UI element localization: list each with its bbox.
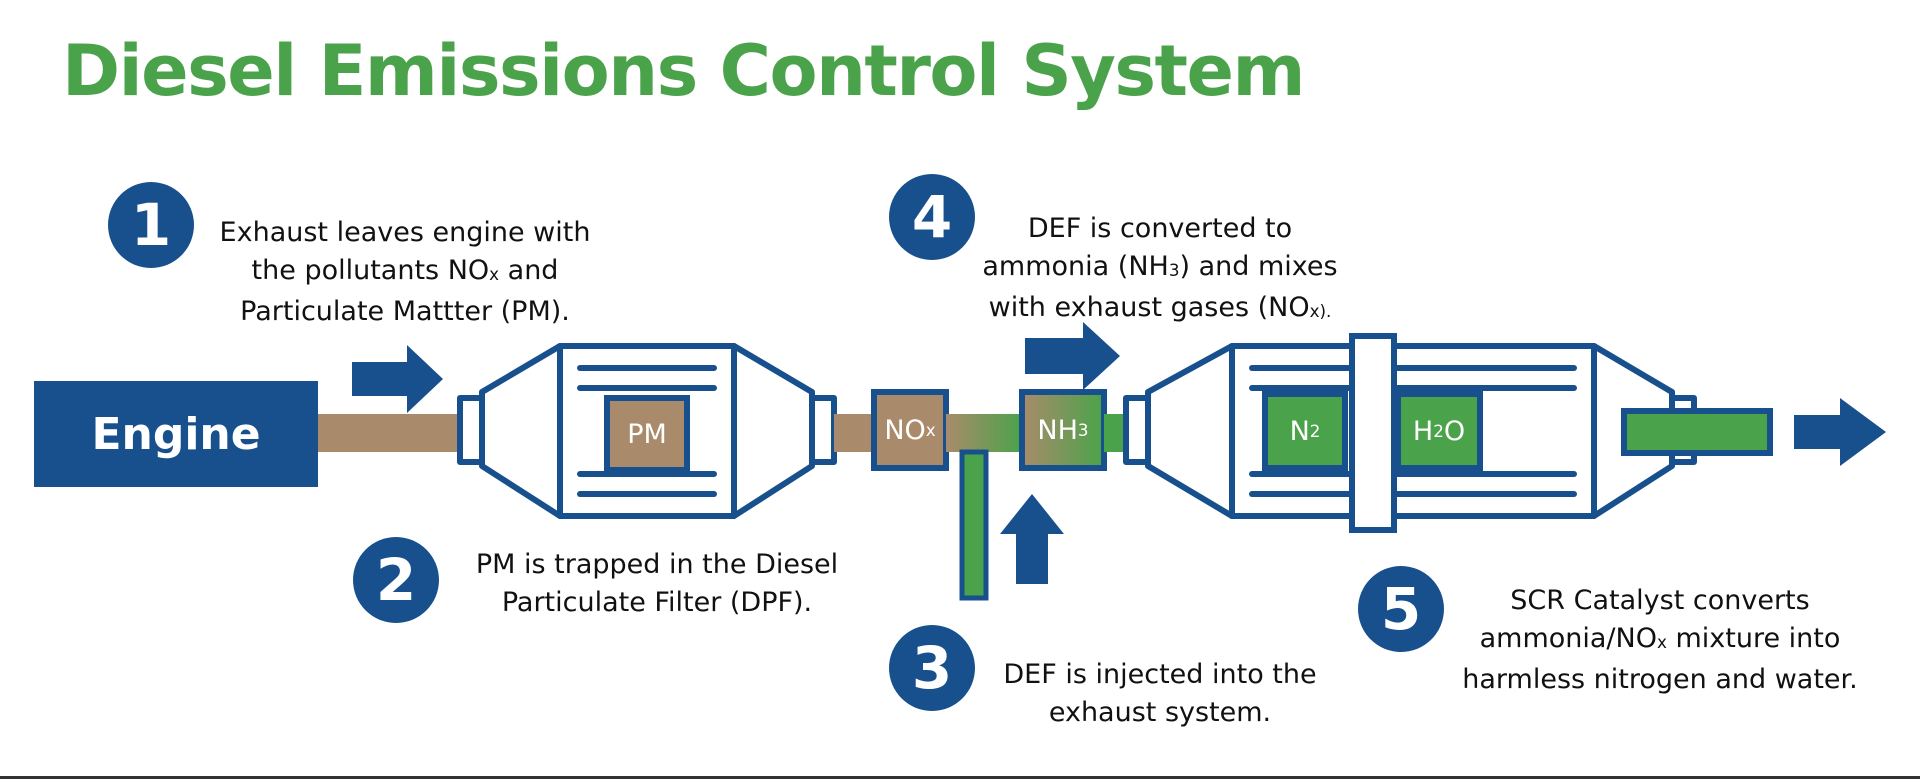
pipe-mix bbox=[946, 414, 1022, 452]
arrow-right-icon bbox=[1794, 398, 1886, 466]
step-5-badge: 5 bbox=[1358, 566, 1444, 652]
text-line: Exhaust leaves engine with bbox=[219, 217, 591, 248]
text-line: harmless nitrogen and water. bbox=[1462, 663, 1858, 695]
n2-box bbox=[1262, 391, 1348, 471]
pipe-green-mid bbox=[1104, 414, 1126, 452]
step-1-badge: 1 bbox=[108, 182, 194, 268]
arrow-up-icon bbox=[1000, 494, 1064, 584]
text-line: SCR Catalyst converts bbox=[1510, 585, 1810, 616]
dpf-filter-lines bbox=[577, 365, 717, 497]
page-title: Diesel Emissions Control System bbox=[62, 30, 1305, 112]
pipe-brown-mid bbox=[834, 414, 874, 452]
outlet-pipe bbox=[1621, 408, 1773, 456]
arrow-right-icon bbox=[1025, 322, 1120, 390]
step-5-text: SCR Catalyst converts ammonia/NOx mixture… bbox=[1440, 582, 1880, 699]
h2o-box bbox=[1395, 391, 1483, 471]
dpf-filter bbox=[457, 343, 837, 519]
step-4-text: DEF is converted to ammonia (NH3) and mix… bbox=[960, 210, 1360, 330]
arrow-right-icon bbox=[352, 345, 443, 413]
bottom-rule bbox=[0, 776, 1920, 779]
text-line: Particulate Mattter (PM). bbox=[240, 295, 570, 327]
text-line: PM is trapped in the Diesel bbox=[475, 549, 839, 580]
def-injection-pipe bbox=[959, 449, 989, 601]
step-3-text: DEF is injected into the exhaust system. bbox=[990, 656, 1330, 732]
text-line: ammonia (NH3) and mixes bbox=[982, 251, 1338, 282]
step-1-text: Exhaust leaves engine with the pollutants… bbox=[190, 214, 620, 331]
text-line: with exhaust gases (NOx). bbox=[988, 291, 1332, 323]
engine-block bbox=[34, 381, 318, 487]
text-line: the pollutants NOx and bbox=[251, 255, 559, 286]
text-line: DEF is injected into the bbox=[1003, 659, 1317, 690]
engine-label: Engine bbox=[91, 408, 261, 460]
text-line: ammonia/NOx mixture into bbox=[1479, 623, 1841, 654]
text-line: Particulate Filter (DPF). bbox=[501, 587, 813, 618]
pm-box bbox=[604, 395, 690, 473]
step-4-badge: 4 bbox=[889, 174, 975, 260]
step-3-badge: 3 bbox=[889, 625, 975, 711]
text-line: exhaust system. bbox=[1048, 697, 1272, 728]
scr-catalyst-lines bbox=[1249, 365, 1577, 497]
text-line: DEF is converted to bbox=[1027, 213, 1293, 244]
step-2-badge: 2 bbox=[353, 537, 439, 623]
exhaust-pipe-brown bbox=[318, 414, 460, 452]
pm-label: PM bbox=[627, 418, 667, 450]
scr-center-band bbox=[1349, 333, 1397, 533]
